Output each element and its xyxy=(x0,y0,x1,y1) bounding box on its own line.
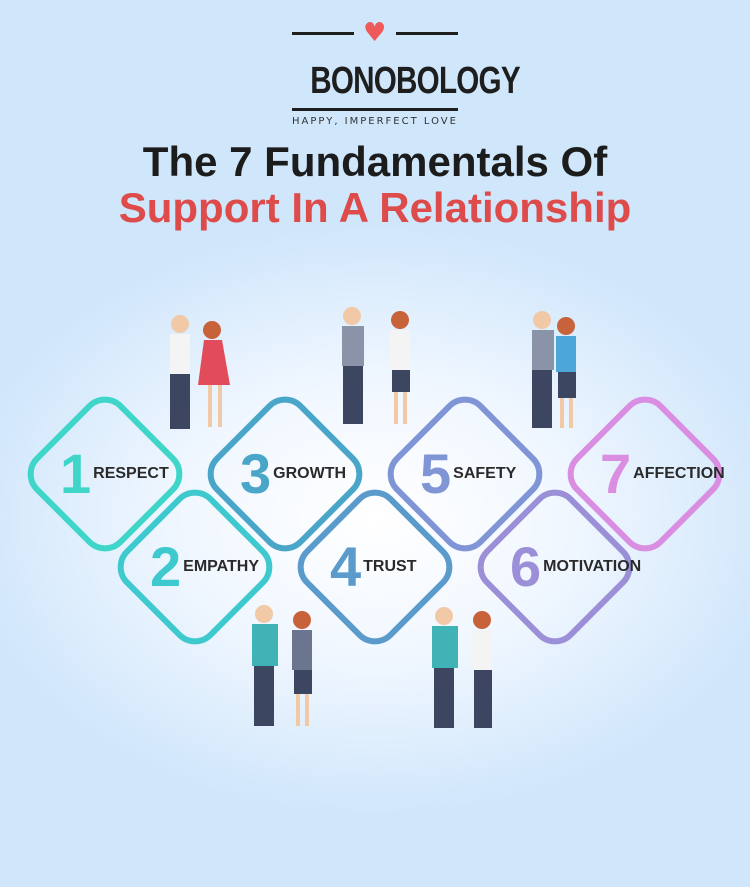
couple-illustration-high-five xyxy=(342,307,410,424)
logo-rule xyxy=(292,108,458,111)
diamond-growth xyxy=(207,396,363,552)
fundamental-label: RESPECT xyxy=(93,465,169,482)
diamond-empathy xyxy=(117,489,273,645)
fundamental-number: 2 xyxy=(150,535,182,598)
logo-rule xyxy=(396,32,458,35)
fundamental-label: MOTIVATION xyxy=(543,558,642,575)
fundamental-number: 1 xyxy=(60,442,92,505)
fundamental-label: TRUST xyxy=(363,558,417,575)
heart-icon: ♥ xyxy=(363,18,387,48)
fundamental-number: 5 xyxy=(420,442,452,505)
fundamental-label: GROWTH xyxy=(273,465,347,482)
couple-illustration-bowing xyxy=(170,315,230,429)
fundamental-label: SAFETY xyxy=(453,465,517,482)
fundamental-number: 4 xyxy=(330,535,362,598)
diamond-affection xyxy=(567,396,723,552)
title-line-2: Support In A Relationship xyxy=(118,184,632,231)
fundamental-number: 7 xyxy=(600,442,632,505)
logo-rule xyxy=(292,32,354,35)
couple-illustration-supporting xyxy=(432,607,492,728)
diamond-respect xyxy=(27,396,183,552)
fundamental-label: EMPATHY xyxy=(183,558,260,575)
diamond-safety xyxy=(387,396,543,552)
diamond-trust xyxy=(297,489,453,645)
fundamental-label: AFFECTION xyxy=(633,465,725,482)
couple-illustration-hug xyxy=(532,311,576,428)
title-line-1: The 7 Fundamentals Of xyxy=(142,138,608,185)
fundamental-number: 6 xyxy=(510,535,542,598)
logo-tagline: HAPPY, IMPERFECT LOVE xyxy=(292,116,458,127)
diamond-motivation xyxy=(477,489,633,645)
fundamental-number: 3 xyxy=(240,442,272,505)
couple-illustration-handshake xyxy=(252,605,312,726)
